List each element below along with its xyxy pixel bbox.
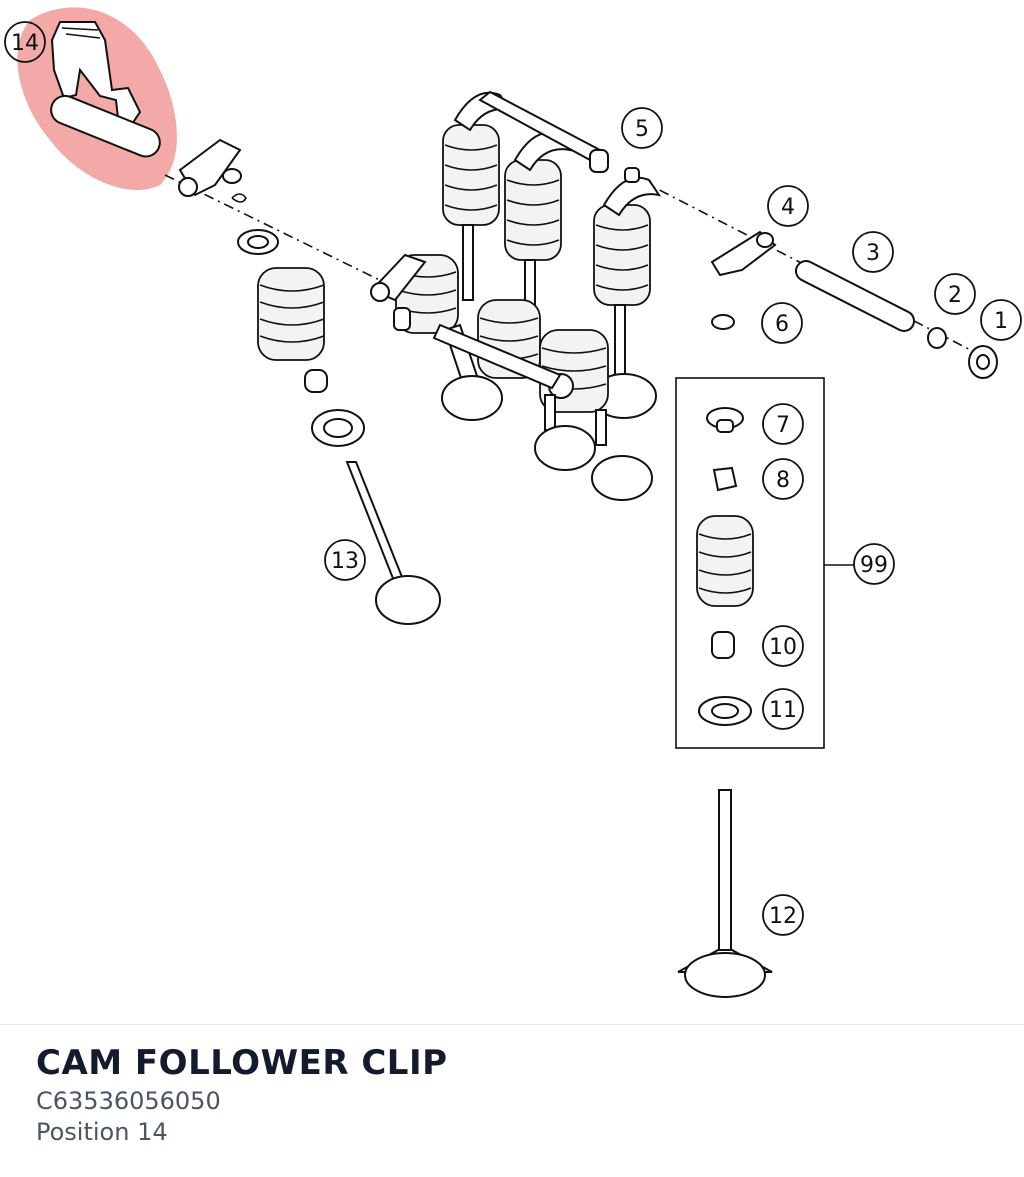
callout-1[interactable]: 1 — [980, 299, 1022, 341]
svg-text:10: 10 — [769, 635, 797, 660]
valve-12 — [677, 789, 773, 998]
svg-text:99: 99 — [860, 553, 888, 578]
callout-4[interactable]: 4 — [767, 185, 809, 227]
exploded-parts-diagram: 14 5 4 3 2 1 6 7 8 99 10 11 — [4, 7, 1022, 998]
divider — [0, 1024, 1024, 1025]
svg-text:5: 5 — [635, 117, 649, 142]
part-position: Position 14 — [36, 1118, 168, 1146]
part-number: C63536056050 — [36, 1087, 221, 1115]
callout-2[interactable]: 2 — [934, 273, 976, 315]
svg-text:12: 12 — [769, 904, 797, 929]
svg-text:7: 7 — [776, 413, 790, 438]
callout-7[interactable]: 7 — [762, 403, 804, 445]
part-info-panel: CAM FOLLOWER CLIP C63536056050 Position … — [36, 1040, 448, 1148]
valve-13 — [345, 461, 441, 625]
callout-11[interactable]: 11 — [762, 688, 804, 730]
svg-text:11: 11 — [769, 698, 797, 723]
callout-12[interactable]: 12 — [762, 894, 804, 936]
part-14-cam-follower-clip[interactable] — [47, 21, 164, 161]
svg-text:1: 1 — [994, 309, 1008, 334]
part-name: CAM FOLLOWER CLIP — [36, 1043, 448, 1083]
callout-13[interactable]: 13 — [324, 539, 366, 581]
svg-text:3: 3 — [866, 241, 880, 266]
svg-text:6: 6 — [775, 312, 789, 337]
callout-6[interactable]: 6 — [761, 302, 803, 344]
svg-text:4: 4 — [781, 195, 795, 220]
callout-5[interactable]: 5 — [621, 107, 663, 149]
callout-10[interactable]: 10 — [762, 625, 804, 667]
valve-train-center — [370, 90, 662, 501]
svg-text:2: 2 — [948, 283, 962, 308]
callout-3[interactable]: 3 — [852, 231, 894, 273]
kit-99-box — [675, 377, 825, 749]
svg-text:14: 14 — [11, 31, 39, 56]
right-shaft-parts — [710, 230, 998, 379]
svg-text:13: 13 — [331, 549, 359, 574]
kit-99-parts — [696, 407, 754, 726]
callout-99[interactable]: 99 — [853, 543, 895, 585]
svg-text:8: 8 — [776, 468, 790, 493]
rocker-arm-left — [178, 138, 247, 203]
callout-14[interactable]: 14 — [4, 21, 46, 63]
callout-8[interactable]: 8 — [762, 458, 804, 500]
spring-assembly-left — [237, 229, 365, 447]
